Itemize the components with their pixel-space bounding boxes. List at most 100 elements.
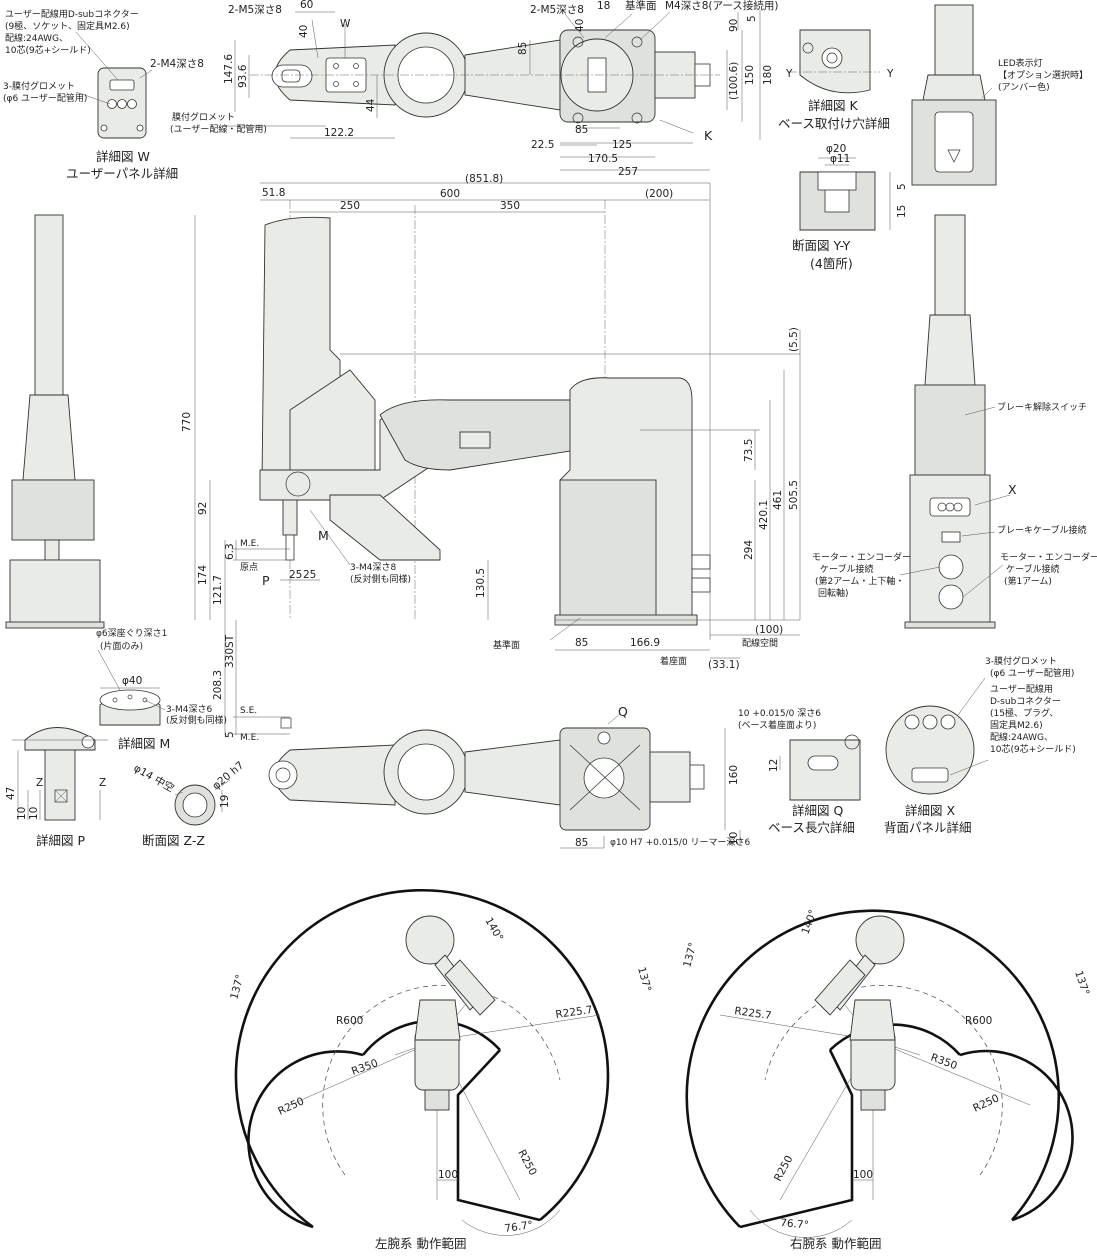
w-dsub-spec3: 10芯(9芯+シールド) bbox=[5, 44, 91, 56]
ref-surface-front: 基準面 bbox=[493, 639, 520, 651]
left-a140: 140° bbox=[482, 916, 505, 944]
range-right: 140° 137° 137° R600 R225.7 R350 R250 R25… bbox=[681, 908, 1091, 1251]
range-right-lower-arc bbox=[959, 1049, 1074, 1222]
right-a76-7: 76.7° bbox=[780, 1217, 810, 1231]
x-dsub4: 固定具M2.6) bbox=[990, 719, 1043, 731]
k-title: 詳細図 K bbox=[808, 98, 858, 113]
x-dsub2: D-subコネクター bbox=[990, 696, 1061, 707]
left-range-title: 左腕系 動作範囲 bbox=[375, 1236, 466, 1251]
m-counterbore-note: (片面のみ) bbox=[100, 640, 143, 652]
yy-phi20: φ20 bbox=[826, 143, 846, 155]
motor-1st-1: モーター・エンコーダー bbox=[1000, 551, 1097, 563]
spline-column-top bbox=[934, 4, 974, 76]
dim-5b: 5 bbox=[224, 731, 236, 738]
top-dim-170-5: 170.5 bbox=[588, 153, 618, 165]
dim-330st: 330ST bbox=[224, 634, 236, 668]
q-slot: 10 +0.015/0 深さ6 bbox=[738, 708, 821, 719]
p-d10a: 10 bbox=[16, 807, 28, 820]
right-r225-7: R225.7 bbox=[734, 1005, 773, 1022]
m-m4-note: (反対側も同様) bbox=[166, 714, 227, 726]
dim-51-8: 51.8 bbox=[262, 187, 285, 199]
w-grommet-spec: (φ6 ユーザー配管用) bbox=[3, 92, 87, 104]
motor-connector-1st bbox=[938, 584, 964, 610]
se-label: S.E. bbox=[240, 706, 257, 716]
yy-title: 断面図 Y-Y bbox=[792, 238, 851, 253]
top-grommet: 膜付グロメット bbox=[172, 111, 235, 123]
range-left-lower-arc bbox=[247, 1050, 364, 1229]
dim-461: 461 bbox=[772, 490, 784, 510]
x-grommet: 3-膜付グロメット bbox=[985, 655, 1057, 667]
top-label-k: K bbox=[704, 128, 713, 143]
left-r250b: R250 bbox=[515, 1148, 538, 1178]
yy-d15: 15 bbox=[896, 205, 908, 218]
grommet-1-icon bbox=[107, 99, 117, 109]
left-a137l: 137° bbox=[228, 973, 246, 1001]
motor-2nd-1: モーター・エンコーダー bbox=[812, 551, 911, 563]
grommet-3-icon bbox=[127, 99, 137, 109]
k-y-right: Y bbox=[886, 68, 894, 80]
top-ref-surface: 基準面 bbox=[625, 0, 657, 12]
dim-420-1: 420.1 bbox=[758, 500, 770, 530]
dim-85-front: 85 bbox=[575, 637, 588, 649]
bottom-label-q: Q bbox=[618, 704, 628, 719]
arm-side-right bbox=[914, 384, 986, 476]
robot-elbow-right bbox=[855, 915, 905, 965]
top-dim-85a: 85 bbox=[517, 42, 529, 55]
dim-25a: 25 bbox=[289, 569, 302, 581]
left-a137r: 137° bbox=[635, 966, 653, 994]
section-yy: φ20 φ11 5 15 断面図 Y-Y (4箇所) bbox=[792, 143, 908, 271]
section-zz: φ14 中空 φ20 h7 19 断面図 Z-Z bbox=[132, 759, 247, 848]
mount-hole-icon bbox=[821, 47, 843, 69]
top-label-w: W bbox=[340, 18, 351, 30]
x-dsub: ユーザー配線用 bbox=[990, 683, 1053, 695]
slot-hole-q bbox=[597, 731, 611, 745]
right-a140: 140° bbox=[800, 908, 820, 936]
motor-1st-3: (第1アーム) bbox=[1004, 575, 1052, 587]
m-counterbore: φ6深座ぐり深さ1 bbox=[96, 627, 167, 639]
p-title: 詳細図 P bbox=[36, 833, 85, 848]
top-dim-180: 180 bbox=[762, 65, 774, 85]
dim-208-3: 208.3 bbox=[212, 670, 224, 700]
m-title: 詳細図 M bbox=[118, 736, 170, 751]
detail-m: φ6深座ぐり深さ1 (片面のみ) φ40 3-M4深さ6 (反対側も同様) 詳細… bbox=[96, 627, 227, 751]
wiring-space: 配線空間 bbox=[742, 637, 778, 649]
robot-2nd-arm-left bbox=[444, 959, 496, 1016]
x-dsub5: 配線:24AWG、 bbox=[990, 731, 1053, 743]
spline-column-side bbox=[934, 214, 966, 316]
detail-p: Z Z 47 10 10 詳細図 P bbox=[5, 727, 108, 848]
brake-switch: ブレーキ解除スイッチ bbox=[997, 401, 1087, 413]
first-arm-bottom bbox=[464, 739, 561, 806]
seat-surface: 着座面 bbox=[660, 655, 687, 667]
dim-250: 250 bbox=[340, 200, 360, 212]
left-a76-7: 76.7° bbox=[504, 1219, 534, 1235]
me-top: M.E. bbox=[240, 539, 259, 549]
bottom-d10: 10 bbox=[728, 832, 740, 845]
bottom-reamer: φ10 H7 +0.015/0 リーマー深さ6 bbox=[610, 837, 751, 848]
front-label-m: M bbox=[318, 528, 329, 543]
motor-2nd-2: ケーブル接続 bbox=[820, 563, 873, 575]
screw-hole-icon bbox=[100, 124, 108, 132]
zz-title: 断面図 Z-Z bbox=[142, 833, 205, 848]
top-dim-93-6: 93.6 bbox=[237, 64, 249, 88]
p-z2: Z bbox=[99, 777, 106, 789]
dim-200: (200) bbox=[645, 188, 673, 200]
x-dsub3: (15極、プラグ、 bbox=[990, 707, 1058, 719]
motor-2nd-4: 回転軸) bbox=[818, 587, 849, 599]
dim-92: 92 bbox=[197, 502, 209, 515]
m-phi40: φ40 bbox=[122, 675, 142, 687]
top-dim-40a: 40 bbox=[298, 25, 310, 38]
dim-350: 350 bbox=[500, 200, 520, 212]
dim-5-5: (5.5) bbox=[788, 327, 800, 352]
q-slot-note: (ベース着座面より) bbox=[738, 719, 816, 731]
left-d100: 100 bbox=[438, 1169, 458, 1181]
m4-note2: (反対側も同様) bbox=[350, 573, 411, 585]
dim-600: 600 bbox=[440, 188, 460, 200]
left-r350: R350 bbox=[350, 1057, 380, 1078]
dim-851-8: (851.8) bbox=[465, 173, 503, 185]
me-bottom: M.E. bbox=[240, 733, 259, 743]
motor-2nd-3: (第2アーム・上下軸・ bbox=[815, 575, 904, 587]
rear-panel-x bbox=[929, 497, 971, 517]
dim-100-front: (100) bbox=[755, 624, 783, 636]
top-dim-22-5: 22.5 bbox=[531, 139, 554, 151]
top-view: 2-M5深さ8 60 W 40 147.6 93.6 44 122.2 膜付グロ… bbox=[170, 0, 778, 178]
